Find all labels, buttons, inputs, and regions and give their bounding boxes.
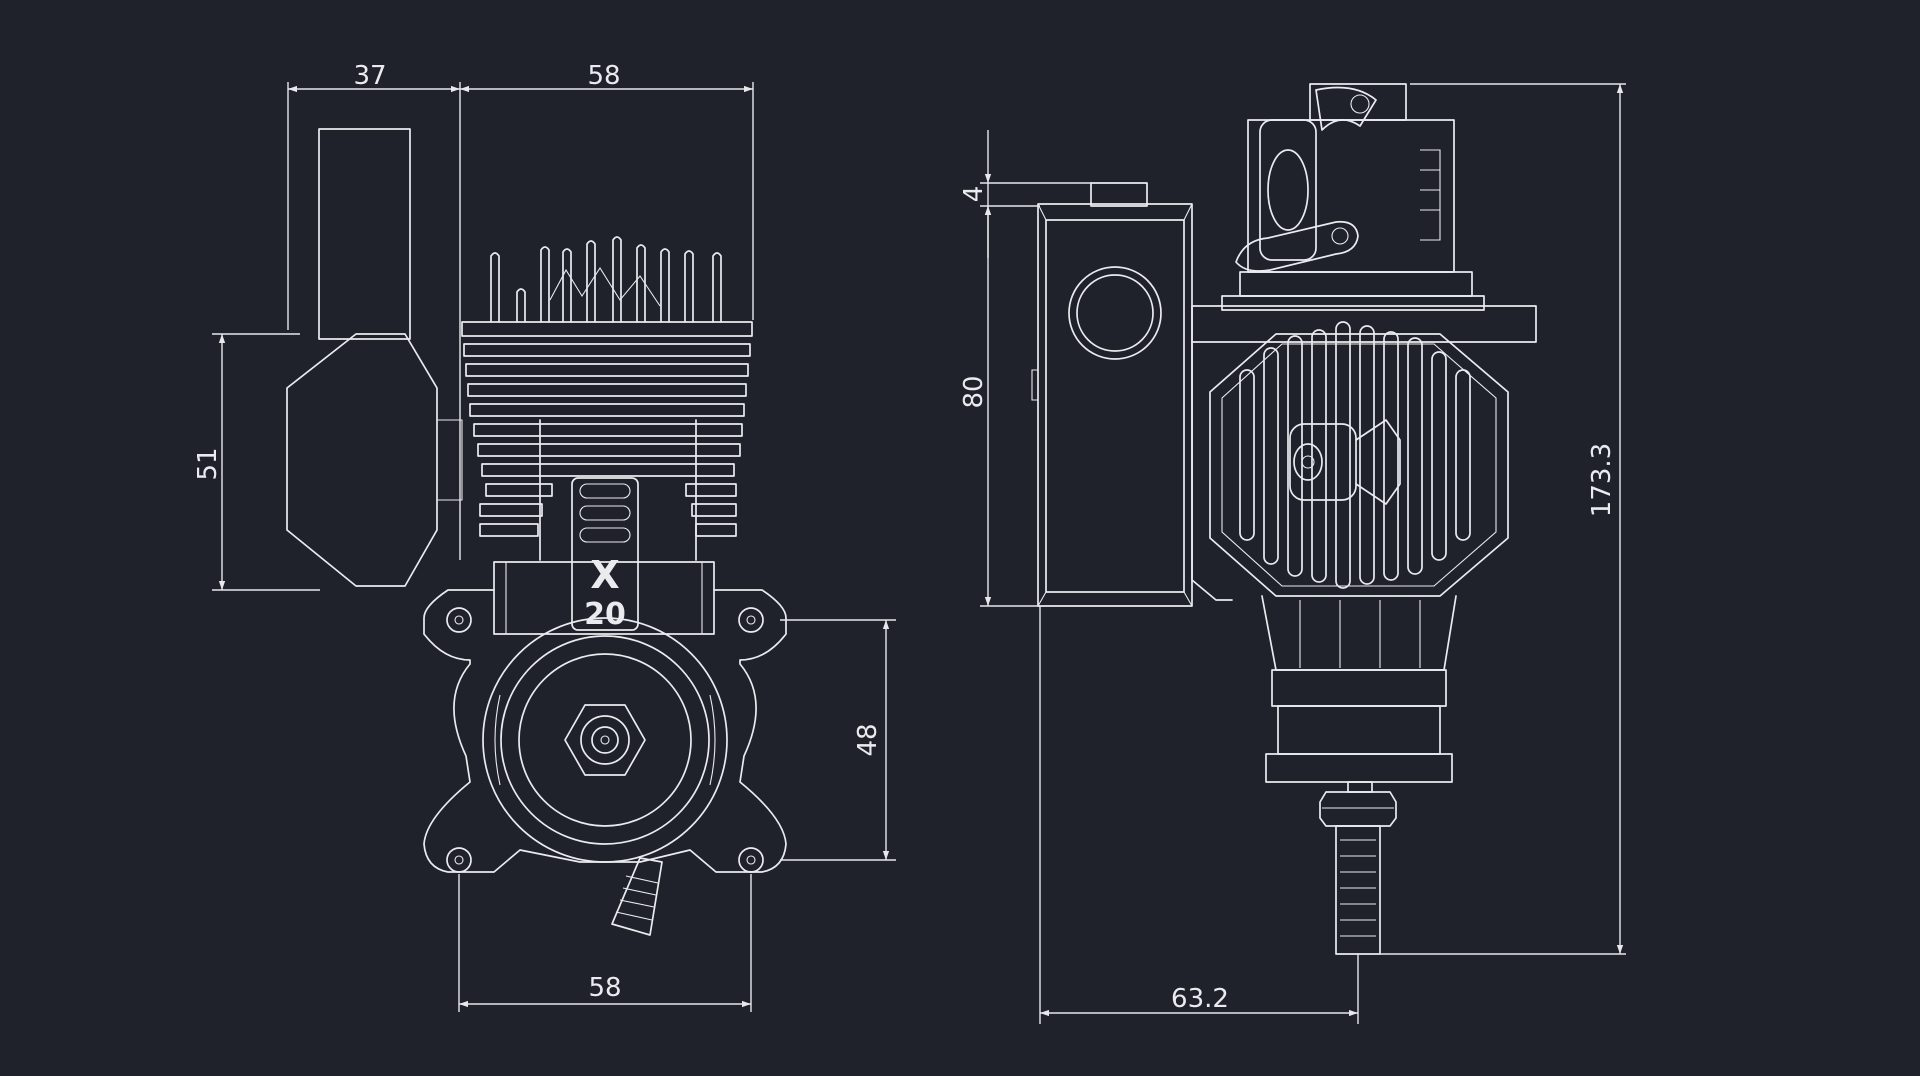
hex-nut-icon xyxy=(564,704,646,776)
engine-logo-mark: X xyxy=(590,553,619,597)
dim-side-depth: 63.2 xyxy=(1171,984,1229,1014)
front-view-dimensions: 37 58 51 48 58 xyxy=(193,61,896,1012)
crank-housing xyxy=(482,617,728,863)
hexagonal-cover xyxy=(1209,333,1509,597)
side-view-dimensions: 4 80 173.3 63.2 xyxy=(959,83,1626,1024)
dim-front-mount-height: 48 xyxy=(853,723,883,756)
prop-nut-icon xyxy=(1319,791,1397,827)
engine-logo-model: 20 xyxy=(584,597,626,632)
dim-front-body-width: 58 xyxy=(587,61,620,91)
dim-side-small-offset: 4 xyxy=(959,186,989,203)
front-view-engine: X 20 xyxy=(286,128,787,936)
dim-front-tank-height: 51 xyxy=(193,447,223,480)
crankcase-side xyxy=(1261,595,1457,793)
cylinder-cooling-fins xyxy=(461,321,753,561)
dim-side-tank-height: 80 xyxy=(959,375,989,408)
side-fuel-tank xyxy=(1031,182,1193,607)
carburetor xyxy=(1221,83,1485,311)
engine-block-side xyxy=(1191,305,1537,601)
cylinder-head-spikes xyxy=(490,236,722,323)
propeller-shaft xyxy=(1319,791,1397,955)
ignition-lead xyxy=(611,857,663,936)
side-view-engine xyxy=(1031,83,1537,955)
dim-side-total-height: 173.3 xyxy=(1587,443,1617,517)
dim-front-tank-width: 37 xyxy=(353,61,386,91)
dim-front-mount-width: 58 xyxy=(588,973,621,1003)
mounting-flange xyxy=(423,589,787,873)
front-fuel-tank xyxy=(286,128,463,587)
crankcase-block: X 20 xyxy=(493,477,715,635)
